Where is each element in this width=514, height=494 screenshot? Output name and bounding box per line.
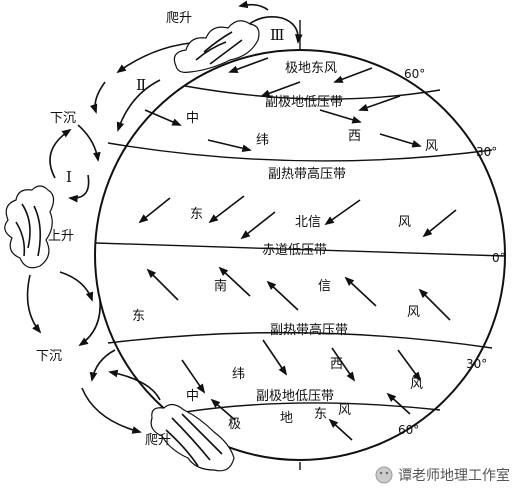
wind-arrow <box>386 392 411 415</box>
label-ne-trades-2: 北信 <box>295 215 321 230</box>
wind-arrow <box>262 339 288 376</box>
label-se-trades-3: 东 <box>132 309 145 324</box>
hadley-cell-north-outer <box>49 128 72 179</box>
label-westerlies-south-4: 风 <box>410 377 423 392</box>
label-sink-upper: 下沉 <box>50 111 76 126</box>
lat-line-60n <box>184 85 441 100</box>
ferrel-cell-south <box>89 349 116 382</box>
label-sink-lower: 下沉 <box>36 349 62 364</box>
label-climb-bottom: 爬升 <box>145 433 171 448</box>
cloud-middle <box>4 185 55 269</box>
cell-label-hadley: Ⅰ <box>66 168 72 186</box>
wind-arrow <box>207 139 252 152</box>
surface-wind-arrows <box>138 57 457 441</box>
label-subtropical-high-north: 副热带高压带 <box>268 166 346 182</box>
label-polar-easterlies-south-2: 地 <box>280 411 293 426</box>
wind-arrow <box>228 57 269 73</box>
label-se-trades-2: 信 <box>318 279 331 294</box>
wind-arrow <box>397 349 422 382</box>
wind-arrow <box>379 133 422 148</box>
wind-arrow <box>210 398 236 421</box>
label-subpolar-low-north: 副极地低压带 <box>265 95 343 110</box>
lat-line-30n <box>107 142 493 162</box>
label-westerlies-north-4: 风 <box>425 139 438 154</box>
label-se-trades-1: 南 <box>214 278 227 294</box>
label-subpolar-low-south: 副极地低压带 <box>256 389 334 404</box>
label-ne-trades-3: 风 <box>398 215 411 230</box>
label-subtropical-high-south: 副热带高压带 <box>270 322 348 338</box>
label-ne-trades-1: 东 <box>190 207 203 222</box>
cell-label-polar: Ⅲ <box>270 26 284 44</box>
polar-cell-south <box>108 369 161 401</box>
ferrel-cell-descend <box>89 81 106 114</box>
label-westerlies-south-2: 西 <box>330 357 343 372</box>
wind-arrow <box>240 211 276 240</box>
wechat-icon <box>375 466 393 484</box>
label-equatorial-low: 赤道低压带 <box>262 243 327 258</box>
label-climb-top: 爬升 <box>166 11 192 26</box>
label-polar-easterlies-south-4: 风 <box>338 403 351 418</box>
label-westerlies-south-1: 纬 <box>232 367 245 382</box>
lat-line-60s <box>184 402 441 413</box>
cell-label-ferrel: Ⅱ <box>136 76 146 94</box>
wind-arrow <box>422 209 457 238</box>
label-westerlies-north-2: 纬 <box>256 133 269 148</box>
label-rise-mid: 上升 <box>48 229 74 244</box>
wind-arrow <box>418 288 451 321</box>
hadley-cell-north-inner <box>68 174 90 203</box>
equator-line <box>95 242 506 257</box>
watermark: 谭老师地理工作室 <box>375 466 510 484</box>
wind-arrow <box>331 347 356 382</box>
wind-arrow <box>146 268 179 301</box>
label-westerlies-south-3: 中 <box>186 389 199 404</box>
cloud-bottom <box>150 403 235 472</box>
label-polar-easterlies-north: 极地东风 <box>285 61 337 76</box>
ferrel-cell-inner <box>116 79 161 132</box>
wind-arrow <box>328 418 353 441</box>
label-westerlies-north-3: 西 <box>348 129 361 144</box>
wind-arrow <box>181 359 206 394</box>
label-westerlies-north-1: 中 <box>186 111 199 126</box>
circulation-cells <box>26 0 303 434</box>
hadley-cell-north-upper <box>77 124 101 162</box>
lat-label-60s: 60° <box>398 423 419 437</box>
wind-arrow <box>138 197 171 224</box>
wind-arrow <box>260 81 301 97</box>
lat-label-30s: 30° <box>466 357 487 371</box>
lat-label-0: 0° <box>492 251 506 265</box>
wind-arrow <box>218 266 251 297</box>
ferrel-cell-south-outer <box>81 387 142 434</box>
hadley-cell-south-lower <box>78 299 101 347</box>
wind-arrow <box>319 109 362 124</box>
wind-arrow <box>144 109 182 126</box>
wind-arrow <box>333 67 373 83</box>
hadley-cell-south-inner <box>59 271 94 302</box>
label-polar-easterlies-south-1: 极 <box>228 417 241 432</box>
wind-arrow <box>344 276 377 307</box>
label-se-trades-4: 风 <box>407 305 420 320</box>
wind-arrow <box>358 95 401 112</box>
label-polar-easterlies-south-3: 东 <box>314 407 327 422</box>
cloud-top <box>173 20 260 73</box>
hadley-cell-south-outer <box>26 274 42 334</box>
lat-label-60n: 60° <box>404 67 425 81</box>
lat-line-30s <box>107 331 493 349</box>
wind-arrow <box>324 199 361 226</box>
wind-arrow <box>208 195 245 224</box>
polar-cell-return <box>238 0 269 11</box>
wind-arrow <box>266 280 299 311</box>
lat-label-30n: 30° <box>476 145 497 159</box>
watermark-text: 谭老师地理工作室 <box>398 467 510 484</box>
